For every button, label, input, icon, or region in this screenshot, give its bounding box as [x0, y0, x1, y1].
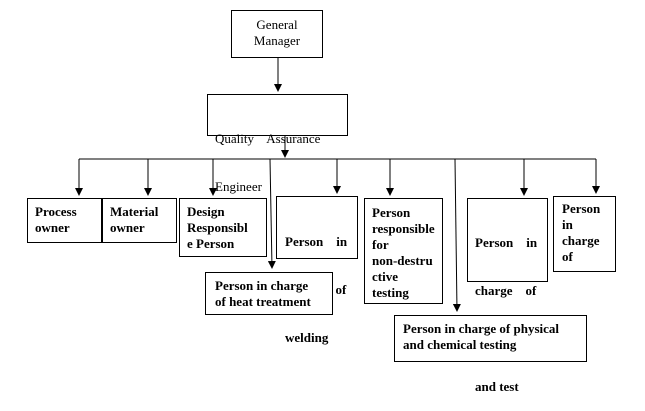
person-in-charge-of-box: Person in charge of — [553, 196, 616, 272]
inspection-and-test-person-box: Person in charge of inspection and test — [467, 198, 548, 394]
ndt-person-line5: ctive — [372, 269, 398, 284]
non-destructive-testing-person-box: Person responsible for non-destru ctive … — [364, 198, 443, 304]
arrow-to-physical-chemical — [452, 158, 461, 312]
heat-treatment-person-box: Person in charge of heat treatment — [205, 272, 333, 315]
inspection-person-line1: Person in — [475, 235, 538, 250]
welding-person-line3: welding — [285, 330, 329, 345]
connector-lines — [75, 58, 600, 312]
design-responsible-person-box: Design Responsibl e Person — [179, 198, 267, 257]
process-owner-line2: owner — [35, 220, 70, 235]
ndt-person-line4: non-destru — [372, 253, 433, 268]
charge-of-person-line4: of — [562, 249, 573, 264]
ndt-person-line1: Person — [372, 205, 411, 220]
welding-person-line1: Person in — [285, 234, 348, 249]
physical-chemical-testing-person-box: Person in charge of physical and chemica… — [394, 315, 587, 362]
ndt-person-line6: testing — [372, 285, 409, 300]
charge-of-person-line3: charge — [562, 233, 600, 248]
material-owner-line1: Material — [110, 204, 159, 219]
heat-treatment-line2: of heat treatment — [215, 294, 311, 309]
inspection-person-line4: and test — [475, 379, 519, 394]
inspection-person-line2: charge of — [475, 283, 537, 298]
qa-engineer-line1: Quality Assurance — [215, 131, 321, 146]
design-person-line3: e Person — [187, 236, 235, 251]
design-person-line2: Responsibl — [187, 220, 248, 235]
design-person-line1: Design — [187, 204, 225, 219]
heat-treatment-line1: Person in charge — [215, 278, 309, 293]
qa-engineer-line2: Engineer — [215, 179, 262, 194]
general-manager-line1: General — [256, 17, 298, 32]
material-owner-box: Material owner — [102, 198, 177, 243]
material-owner-line2: owner — [110, 220, 145, 235]
arrow-to-heat-treatment — [267, 158, 276, 269]
charge-of-person-line1: Person — [562, 201, 601, 216]
process-owner-box: Process owner — [27, 198, 102, 243]
ndt-person-line2: responsible — [372, 221, 435, 236]
general-manager-line2: Manager — [253, 33, 301, 48]
physical-chemical-line1: Person in charge of physical — [403, 321, 559, 336]
charge-of-person-line2: in — [562, 217, 573, 232]
physical-chemical-line2: and chemical testing — [403, 337, 517, 352]
process-owner-line1: Process — [35, 204, 77, 219]
quality-assurance-engineer-box: Quality Assurance Engineer — [207, 94, 348, 194]
general-manager-box: General Manager — [231, 10, 323, 58]
ndt-person-line3: for — [372, 237, 389, 252]
welding-person-box: Person in charge of welding — [276, 196, 358, 345]
